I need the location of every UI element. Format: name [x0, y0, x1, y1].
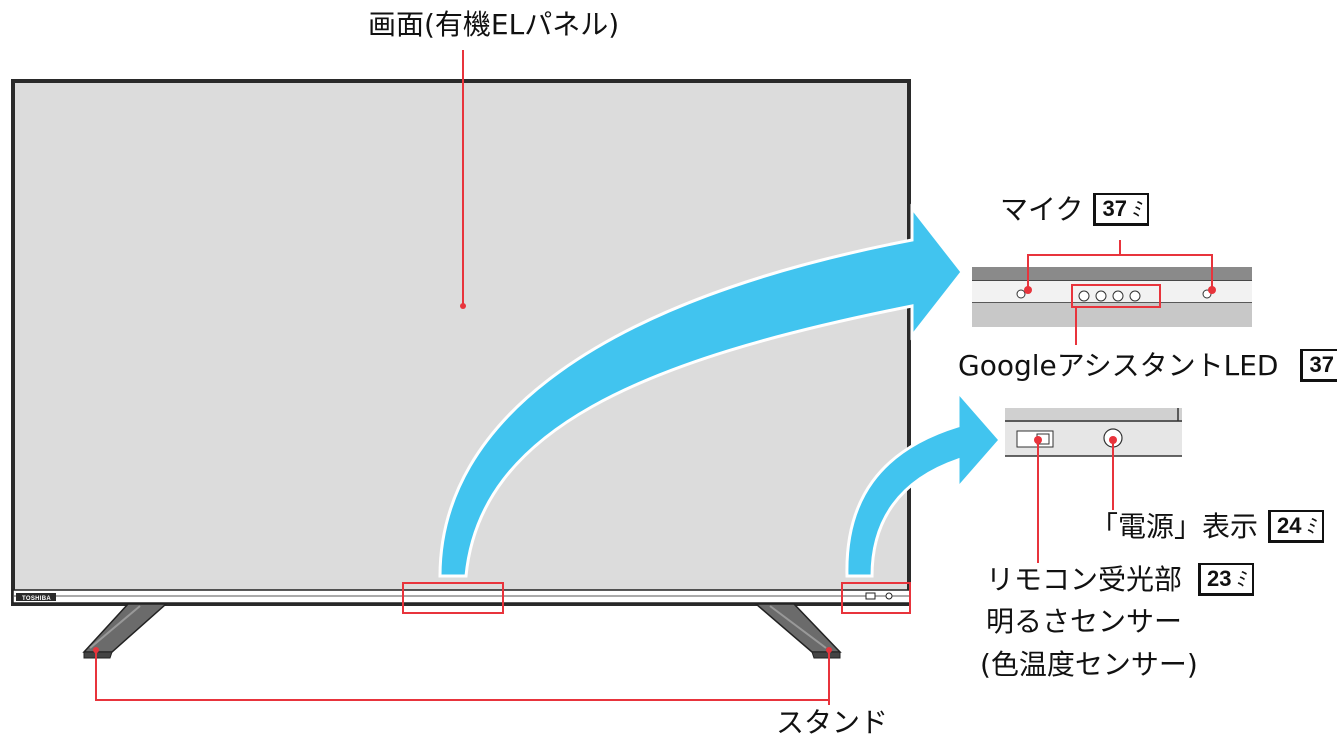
label-brightness: 明るさセンサー [986, 605, 1182, 639]
color-temp-text: (色温度センサー) [980, 648, 1198, 681]
callout-box-led [402, 582, 504, 614]
mic-hole-left [1016, 289, 1026, 299]
mic-text: マイク [1000, 193, 1084, 226]
leader-screen-dot [460, 303, 466, 309]
power-indicator-small [885, 592, 893, 600]
power-text: 「電源」表示 [1090, 510, 1259, 543]
sensor-window-small [865, 592, 876, 600]
stand-text: スタンド [776, 706, 889, 739]
callout-box-led-detail [1071, 284, 1161, 308]
arrow-to-top-detail [438, 203, 964, 578]
screen-text: 画面(有機ELパネル) [368, 8, 620, 41]
detail-top [972, 267, 1252, 327]
stand-left [82, 603, 168, 659]
brand-plate [16, 593, 56, 601]
callout-box-sensor [841, 582, 911, 614]
leader-stand [95, 650, 830, 701]
label-color-temp: (色温度センサー) [980, 648, 1198, 682]
led-text: GoogleアシスタントLED [958, 349, 1279, 382]
label-stand: スタンド [776, 706, 888, 740]
remote-text: リモコン受光部 [986, 563, 1183, 596]
page-reference-icon: 37ﾐ [1300, 348, 1337, 382]
brand-label: TOSHIBA [22, 596, 51, 602]
brightness-text: 明るさセンサー [986, 605, 1183, 638]
arrow-to-bottom-detail [845, 388, 1002, 578]
label-screen: 画面(有機ELパネル) [368, 8, 619, 42]
leader-stand-dot-right [826, 647, 832, 653]
detail-bottom [1005, 408, 1182, 457]
label-led: GoogleアシスタントLED 37ﾐ [958, 348, 1337, 384]
leader-stand-dot-left [93, 647, 99, 653]
